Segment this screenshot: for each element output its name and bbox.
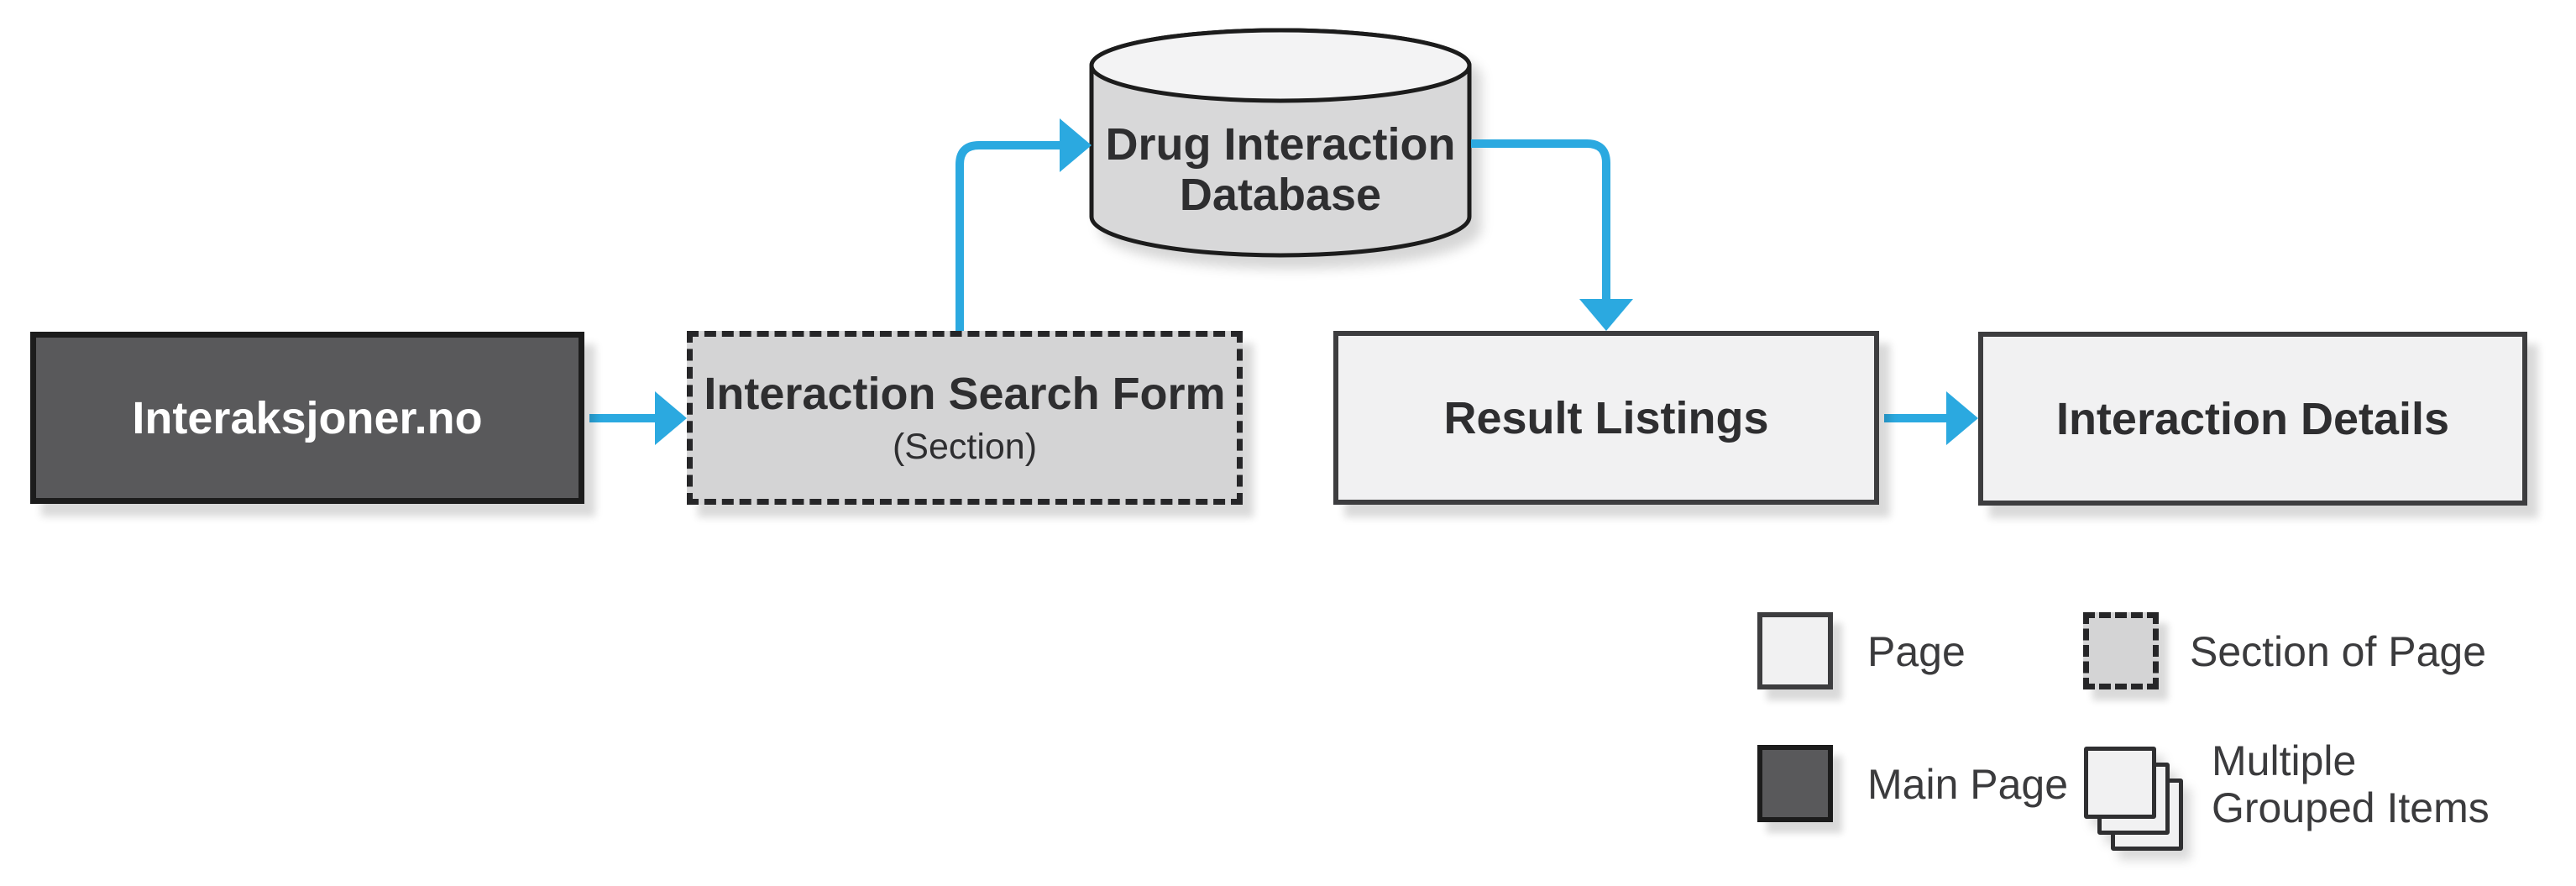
legend-main-page-label: Main Page bbox=[1867, 761, 2069, 808]
database-cylinder-shape bbox=[1089, 28, 1472, 258]
legend-section-swatch bbox=[2083, 612, 2159, 689]
legend-main-page-swatch bbox=[1757, 745, 1833, 822]
arrow-database-to-results bbox=[1471, 139, 1633, 331]
legend-section-label: Section of Page bbox=[2190, 628, 2487, 675]
arrow-results-to-details bbox=[1884, 391, 1978, 445]
node-database-label: Drug Interaction Database bbox=[1105, 119, 1456, 220]
node-interaction-details-label: Interaction Details bbox=[2055, 393, 2450, 444]
node-search-form-sublabel: (Section) bbox=[892, 427, 1038, 467]
legend-page-swatch bbox=[1757, 612, 1833, 689]
legend-grouped-items-label: Multiple Grouped Items bbox=[2212, 737, 2490, 831]
arrow-search-to-database bbox=[956, 118, 1092, 331]
legend-page-label: Page bbox=[1867, 628, 1966, 675]
node-search-form-label: Interaction Search Form bbox=[704, 369, 1226, 419]
node-search-form: Interaction Search Form (Section) bbox=[687, 331, 1243, 505]
stacked-page-front bbox=[2084, 747, 2156, 819]
legend-grouped-items-icon bbox=[2084, 747, 2210, 873]
node-main-page-label: Interaksjoner.no bbox=[132, 392, 483, 443]
arrow-main-to-search bbox=[589, 391, 687, 445]
node-interaction-details: Interaction Details bbox=[1978, 332, 2527, 506]
node-result-listings-label: Result Listings bbox=[1443, 392, 1769, 443]
node-main-page: Interaksjoner.no bbox=[30, 332, 584, 504]
node-result-listings: Result Listings bbox=[1333, 331, 1879, 505]
